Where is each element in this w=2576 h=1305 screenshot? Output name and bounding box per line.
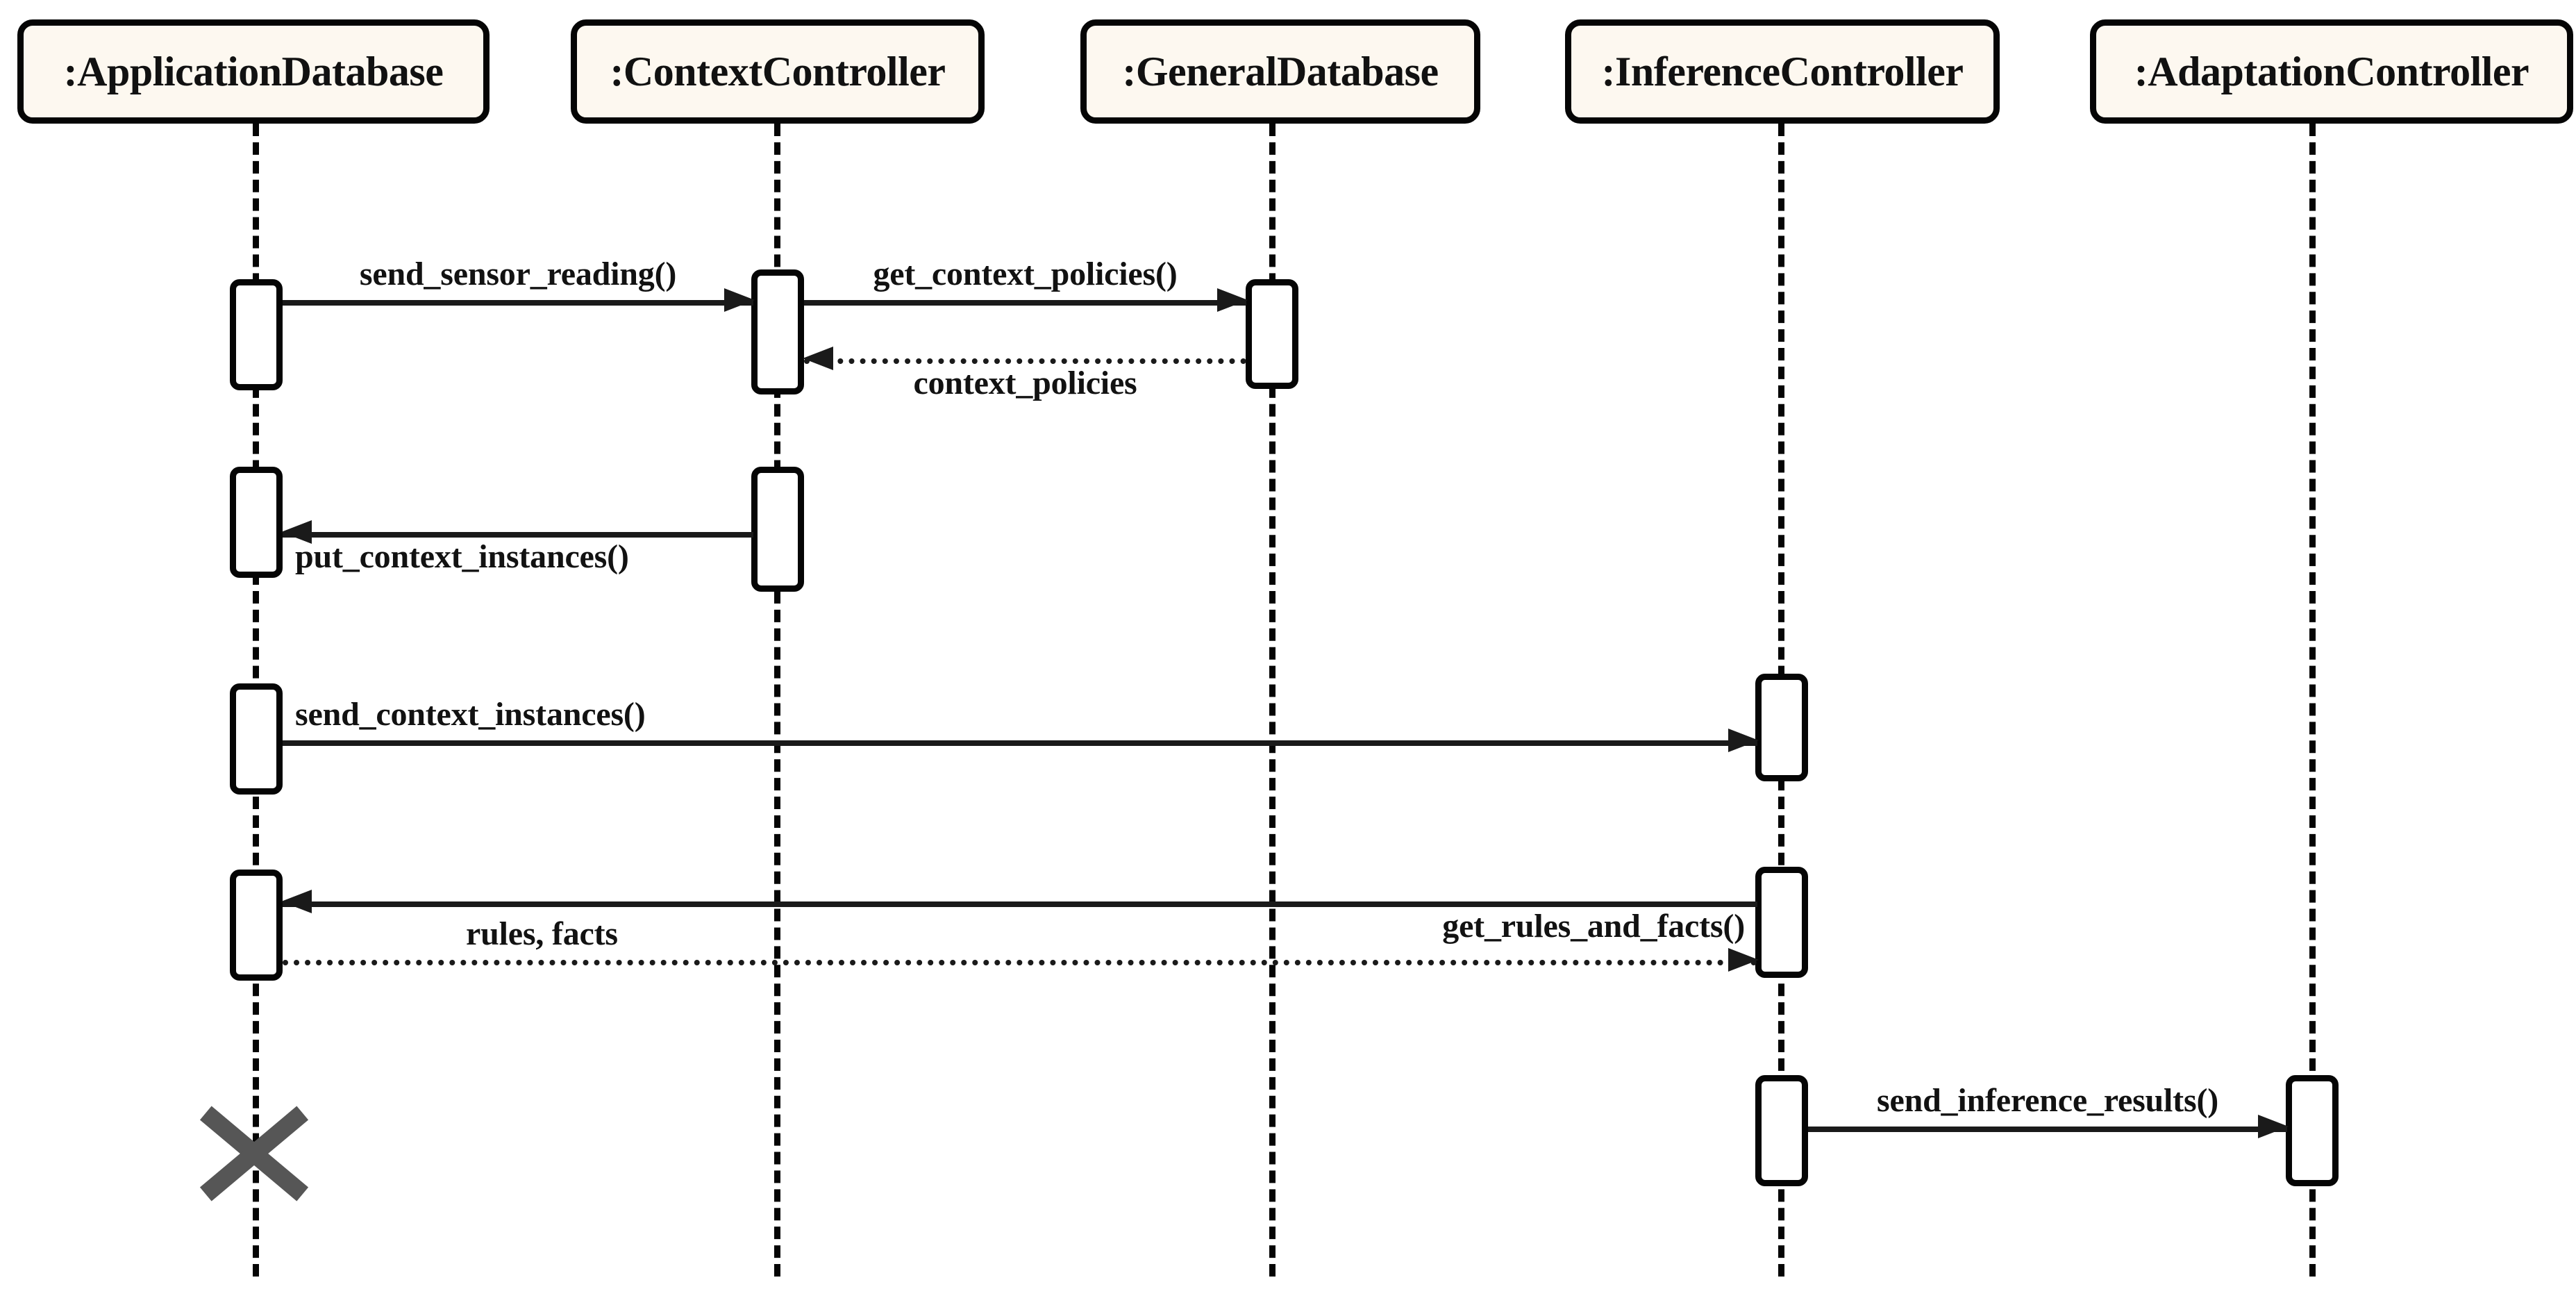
arrowhead-left-icon — [803, 347, 833, 370]
message-label: context_policies — [913, 365, 1137, 401]
lifeline-context-controller — [774, 124, 780, 1277]
arrowhead-right-icon — [1217, 288, 1248, 312]
activation-bar[interactable] — [230, 870, 283, 981]
activation-bar[interactable] — [1755, 674, 1808, 781]
activation-bar[interactable] — [1755, 867, 1808, 978]
activation-bar[interactable] — [1755, 1075, 1808, 1186]
arrowhead-right-icon — [2258, 1115, 2289, 1138]
lifeline-adaptation-controller — [2309, 124, 2316, 1277]
lifeline-label: :ApplicationDatabase — [63, 48, 444, 94]
activation-bar[interactable] — [1246, 279, 1298, 389]
lifeline-label: :GeneralDatabase — [1122, 48, 1439, 94]
arrowhead-right-icon — [1728, 729, 1759, 752]
activation-bar[interactable] — [751, 467, 804, 592]
message-line — [283, 532, 753, 538]
lifeline-label: :AdaptationController — [2134, 48, 2529, 94]
arrowhead-right-icon — [724, 288, 755, 312]
message-line — [283, 960, 1757, 965]
message-label: send_sensor_reading() — [359, 256, 677, 292]
message-label: send_context_instances() — [295, 696, 646, 733]
message-label: put_context_instances() — [295, 538, 629, 575]
arrowhead-right-icon — [1728, 948, 1759, 972]
activation-bar[interactable] — [751, 269, 804, 394]
activation-bar[interactable] — [230, 683, 283, 795]
message-label: get_context_policies() — [873, 256, 1178, 292]
lifeline-head-application-database[interactable]: :ApplicationDatabase — [17, 19, 490, 124]
message-line — [283, 740, 1757, 746]
lifeline-head-context-controller[interactable]: :ContextController — [571, 19, 985, 124]
lifeline-head-inference-controller[interactable]: :InferenceController — [1565, 19, 2000, 124]
message-label: get_rules_and_facts() — [1442, 908, 1745, 945]
lifeline-head-adaptation-controller[interactable]: :AdaptationController — [2090, 19, 2573, 124]
destruction-x-icon — [191, 1106, 317, 1202]
message-label: send_inference_results() — [1876, 1082, 2219, 1119]
arrowhead-left-icon — [281, 890, 312, 913]
message-line — [283, 300, 753, 306]
message-line — [283, 901, 1757, 907]
message-label: rules, facts — [466, 915, 618, 952]
arrowhead-left-icon — [281, 520, 312, 544]
lifeline-general-database — [1269, 124, 1276, 1277]
activation-bar[interactable] — [2286, 1075, 2339, 1186]
activation-bar[interactable] — [230, 467, 283, 578]
lifeline-label: :InferenceController — [1601, 48, 1964, 94]
message-line — [804, 358, 1246, 364]
lifeline-head-general-database[interactable]: :GeneralDatabase — [1080, 19, 1480, 124]
message-line — [804, 300, 1246, 306]
activation-bar[interactable] — [230, 279, 283, 390]
lifeline-label: :ContextController — [610, 48, 946, 94]
message-line — [1808, 1127, 2287, 1132]
